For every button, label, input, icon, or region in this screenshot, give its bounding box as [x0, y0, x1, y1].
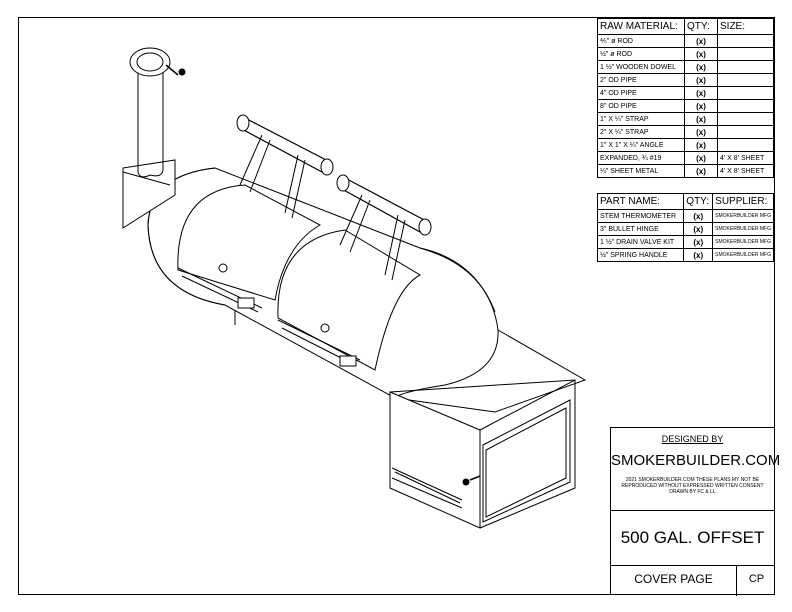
raw-material-name: 1" X 1" X ¼" ANGLE — [597, 138, 685, 152]
raw-material-qty: (x) — [684, 125, 718, 139]
raw-material-qty: (x) — [684, 86, 718, 100]
part-name: 1 ½" DRAIN VALVE KIT — [596, 235, 685, 249]
size-header: SIZE: — [717, 18, 774, 35]
part-qty: (x) — [683, 222, 714, 236]
drawing-name: 500 GAL. OFFSET — [611, 510, 774, 566]
part-qty-header: QTY: — [683, 193, 714, 210]
part-qty: (x) — [683, 235, 714, 249]
raw-material-size — [717, 86, 774, 100]
raw-material-qty: (x) — [684, 34, 718, 48]
raw-material-qty: (x) — [684, 138, 718, 152]
handle-left — [239, 117, 331, 173]
part-name: STEM THERMOMETER — [596, 209, 685, 223]
raw-material-qty: (x) — [684, 99, 718, 113]
raw-material-qty: (x) — [684, 164, 718, 178]
door-right — [277, 229, 422, 371]
raw-material-name: 8" OD PIPE — [597, 99, 685, 113]
raw-material-size: 4' X 8' SHEET — [717, 151, 774, 165]
raw-material-size — [717, 125, 774, 139]
raw-material-name: ¼" SHEET METAL — [597, 164, 685, 178]
parts-table: PART NAME: QTY: SUPPLIER: STEM THERMOMET… — [596, 193, 774, 262]
raw-material-name: ⅘" ø ROD — [597, 34, 685, 48]
firebox — [389, 391, 481, 529]
designed-by-label: DESIGNED BY — [661, 434, 724, 444]
raw-material-name: 2" X ¼" STRAP — [597, 125, 685, 139]
part-name: 3" BULLET HINGE — [596, 222, 685, 236]
raw-material-name: EXPANDED, ¾ #19 — [597, 151, 685, 165]
drawn-by: DRAWN BY FC & LL — [669, 489, 716, 495]
raw-material-name: ½" ø ROD — [597, 47, 685, 61]
designed-by-section: DESIGNED BY SMOKERBUILDER.COM 2021 SMOKE… — [611, 428, 781, 511]
raw-material-size — [717, 99, 774, 113]
raw-material-size — [717, 34, 774, 48]
raw-material-size — [717, 112, 774, 126]
part-qty: (x) — [683, 209, 714, 223]
tank-endcap — [147, 167, 226, 306]
qty-header: QTY: — [684, 18, 718, 35]
raw-material-qty: (x) — [684, 112, 718, 126]
part-supplier: SMOKERBUILDER MFG — [712, 235, 774, 249]
raw-material-size — [717, 47, 774, 61]
drawing-frame — [18, 17, 775, 595]
smoke-stack — [137, 65, 164, 172]
raw-material-name: 1 ½" WOODEN DOWEL — [597, 60, 685, 74]
title-block: DESIGNED BY SMOKERBUILDER.COM 2021 SMOKE… — [610, 427, 781, 596]
company-name: SMOKERBUILDER.COM — [611, 452, 781, 469]
raw-material-size — [717, 138, 774, 152]
raw-material-qty: (x) — [684, 60, 718, 74]
raw-material-header: RAW MATERIAL: — [597, 18, 685, 35]
raw-material-table: RAW MATERIAL: QTY: SIZE: ⅘" ø ROD(x) ½" … — [597, 18, 774, 178]
raw-material-qty: (x) — [684, 73, 718, 87]
raw-material-qty: (x) — [684, 47, 718, 61]
raw-material-name: 2" OD PIPE — [597, 73, 685, 87]
part-supplier: SMOKERBUILDER MFG — [712, 222, 774, 236]
supplier-header: SUPPLIER: — [712, 193, 774, 210]
part-qty: (x) — [683, 248, 714, 262]
raw-material-size: 4' X 8' SHEET — [717, 164, 774, 178]
page-title: COVER PAGE — [611, 565, 737, 596]
part-name-header: PART NAME: — [596, 193, 685, 210]
raw-material-name: 4" OD PIPE — [597, 86, 685, 100]
handle-right — [339, 177, 429, 233]
raw-material-size — [717, 60, 774, 74]
part-supplier: SMOKERBUILDER MFG — [712, 248, 774, 262]
part-supplier: SMOKERBUILDER MFG — [712, 209, 774, 223]
door-left — [177, 184, 322, 301]
copyright-notice: 2021 SMOKERBUILDER.COM THESE PLANS MY NO… — [621, 477, 764, 489]
raw-material-name: 1" X ¼" STRAP — [597, 112, 685, 126]
part-name: ½" SPRING HANDLE — [596, 248, 685, 262]
raw-material-qty: (x) — [684, 151, 718, 165]
page-code: CP — [748, 573, 765, 585]
raw-material-size — [717, 73, 774, 87]
